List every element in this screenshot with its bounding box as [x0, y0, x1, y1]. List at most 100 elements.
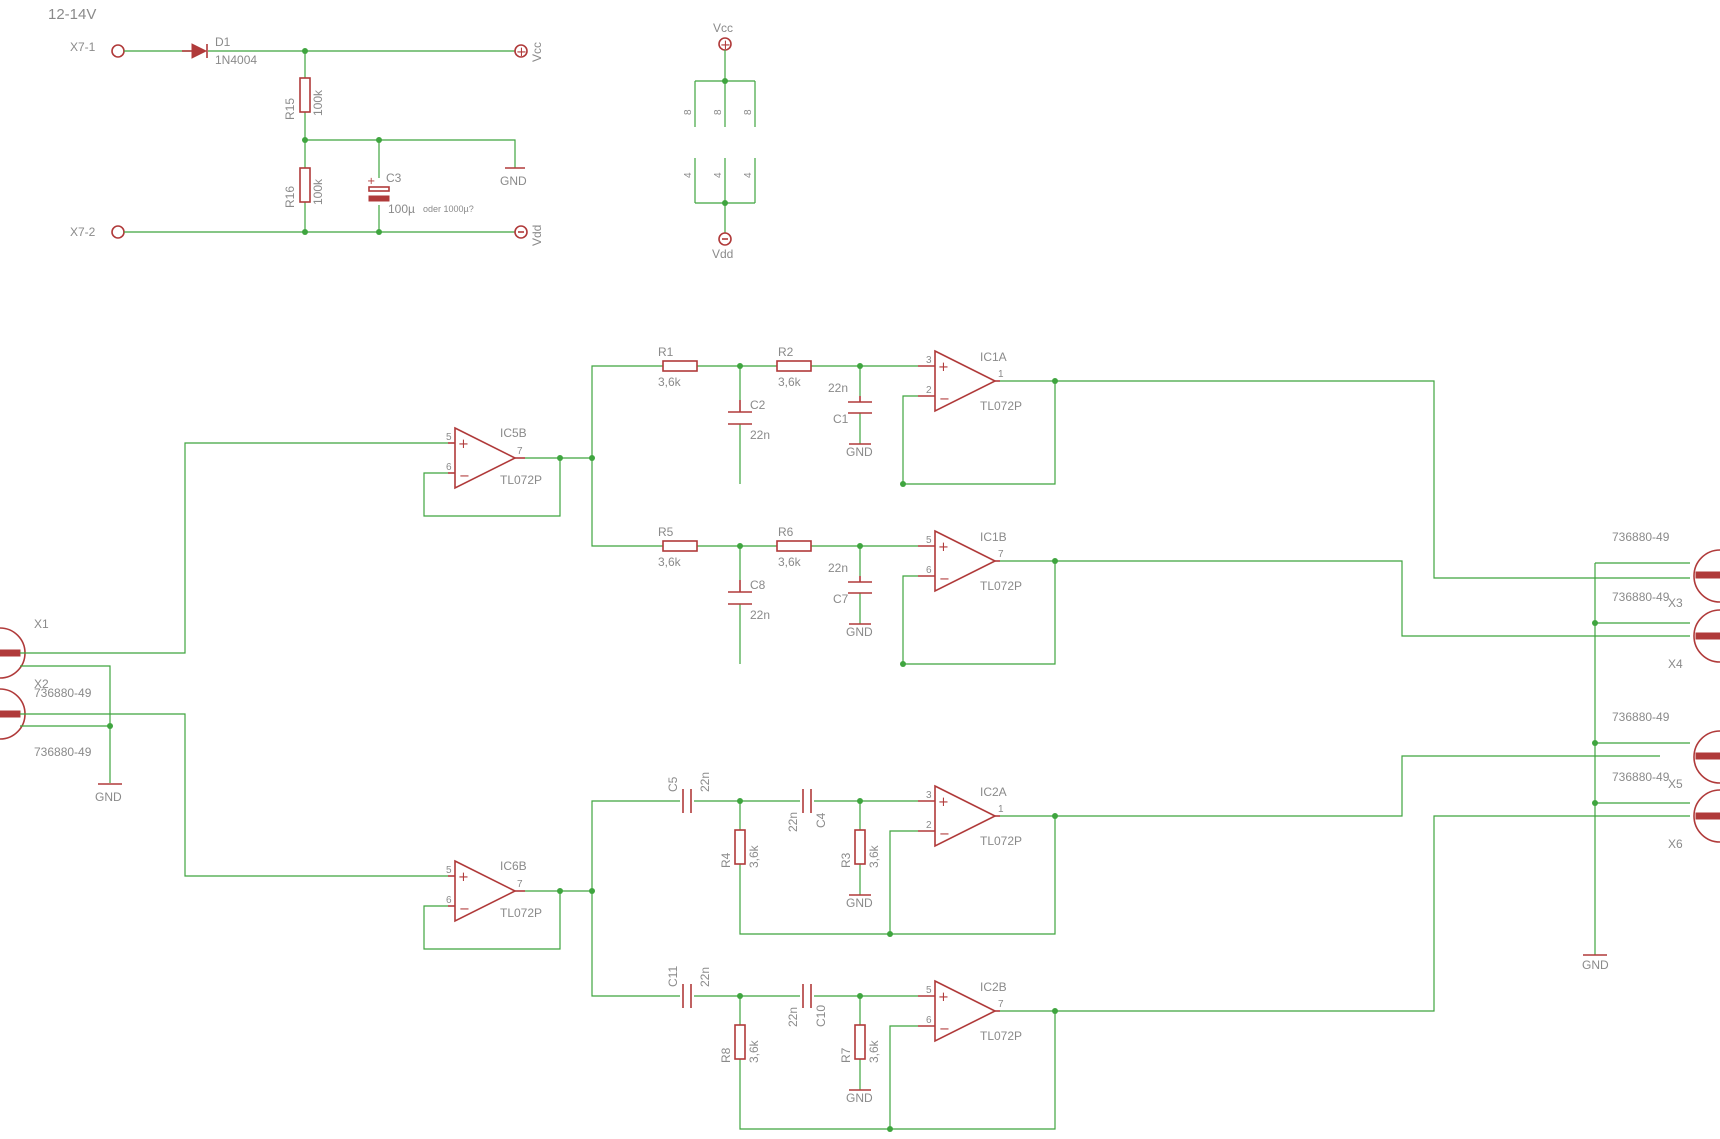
svg-text:+: + [938, 990, 949, 1005]
svg-text:+: + [458, 870, 469, 885]
ic6b-pin-minus: 6 [446, 895, 452, 906]
svg-text:−: − [939, 1022, 950, 1037]
r2-name: R2 [778, 345, 794, 359]
c3-note: oder 1000µ? [423, 204, 474, 214]
pin8-c: 8 [743, 109, 754, 115]
r5-value: 3,6k [658, 555, 682, 569]
vdd-terminal [514, 225, 528, 239]
resistor-r7 [854, 1024, 866, 1060]
r4-value: 3,6k [747, 844, 761, 868]
input-section: X1 X2 736880-49 736880-49 GND [0, 442, 448, 877]
power-block-vdd-label: Vdd [712, 247, 733, 261]
c1-gnd-label: GND [846, 445, 873, 459]
r16-name: R16 [283, 186, 297, 208]
pin4-a: 4 [683, 172, 694, 178]
ic2b-name: IC2B [980, 980, 1007, 994]
resistor-r6 [776, 540, 812, 552]
r8-value: 3,6k [747, 1039, 761, 1063]
capacitor-c10 [802, 984, 812, 1008]
ic1b-name: IC1B [980, 530, 1007, 544]
lowpass-b-wire [591, 458, 1690, 665]
svg-text:+: + [367, 176, 375, 187]
ic1a-name: IC1A [980, 350, 1007, 364]
ic2a-type: TL072P [980, 834, 1022, 848]
r2-value: 3,6k [778, 375, 802, 389]
ic5b-name: IC5B [500, 426, 527, 440]
ic1b-pin-plus: 5 [926, 535, 932, 546]
r3-name: R3 [839, 852, 853, 868]
svg-text:−: − [939, 392, 950, 407]
x4-part: 736880-49 [1612, 590, 1670, 604]
r3-value: 3,6k [867, 844, 881, 868]
resistor-r15 [299, 77, 311, 113]
ic2b-type: TL072P [980, 1029, 1022, 1043]
jack-x5 [1693, 730, 1720, 784]
jack-x3 [1693, 549, 1720, 603]
r7-value: 3,6k [867, 1039, 881, 1063]
ic2a-pin-plus: 3 [926, 790, 932, 801]
ic1a-type: TL072P [980, 399, 1022, 413]
c11-name: C11 [666, 966, 680, 987]
input-wire [20, 442, 448, 877]
pin4-b: 4 [713, 172, 724, 178]
pin8-a: 8 [683, 109, 694, 115]
svg-text:+: + [516, 45, 527, 60]
svg-text:+: + [938, 795, 949, 810]
c2-name: C2 [750, 398, 766, 412]
c8-name: C8 [750, 578, 766, 592]
c11-value: 22n [698, 967, 712, 987]
ic1a-pin-out: 1 [998, 369, 1004, 380]
opamp-ic6b: + − [448, 859, 525, 923]
c1-name: C1 [833, 412, 849, 426]
ic2a-pin-out: 1 [998, 804, 1004, 815]
svg-text:−: − [459, 902, 470, 917]
ic6b-type: TL072P [500, 906, 542, 920]
r3-gnd-label: GND [846, 896, 873, 910]
opamp-ic1b: + − [918, 529, 1000, 593]
c10-name: C10 [814, 1005, 828, 1027]
resistor-r1 [662, 360, 698, 372]
r6-name: R6 [778, 525, 794, 539]
x7-1-label: X7-1 [70, 40, 96, 54]
ic2b-pin-out: 7 [998, 999, 1004, 1010]
capacitor-c7 [848, 576, 872, 594]
c10-value: 22n [786, 1007, 800, 1027]
c3-value: 100µ [388, 202, 415, 216]
resistor-r4 [734, 829, 746, 865]
x7-2-label: X7-2 [70, 225, 96, 239]
capacitor-c4 [802, 789, 812, 813]
highpass-b-wire [591, 815, 1690, 1130]
x3-part: 736880-49 [1612, 530, 1670, 544]
x3-label: X3 [1668, 596, 1683, 610]
svg-text:−: − [939, 827, 950, 842]
c3-name: C3 [386, 171, 402, 185]
resistor-r5 [662, 540, 698, 552]
output-gnd-wire [1594, 562, 1690, 955]
capacitor-c1 [848, 396, 872, 414]
ic5b-type: TL072P [500, 473, 542, 487]
r1-name: R1 [658, 345, 674, 359]
r1-value: 3,6k [658, 375, 682, 389]
r16-value: 100k [311, 178, 325, 205]
x2-label: X2 [34, 677, 49, 691]
r15-value: 100k [311, 89, 325, 116]
capacitor-c11 [682, 984, 692, 1008]
x1-part: 736880-49 [34, 686, 92, 700]
svg-text:+: + [720, 38, 731, 53]
svg-text:−: − [459, 469, 470, 484]
svg-text:+: + [938, 540, 949, 555]
power-block-vcc-label: Vcc [713, 21, 733, 35]
r6-value: 3,6k [778, 555, 802, 569]
capacitor-c5 [682, 789, 692, 813]
vcc-terminal: + [514, 44, 528, 60]
c8-value: 22n [750, 608, 770, 622]
x5-part: 736880-49 [1612, 710, 1670, 724]
ic5b-pin-out: 7 [517, 446, 523, 457]
vcc-label: Vcc [530, 42, 544, 62]
x2-part: 736880-49 [34, 745, 92, 759]
highpass-a-wire [591, 755, 1660, 935]
x4-label: X4 [1668, 657, 1683, 671]
svg-text:+: + [938, 360, 949, 375]
resistor-r3 [854, 829, 866, 865]
